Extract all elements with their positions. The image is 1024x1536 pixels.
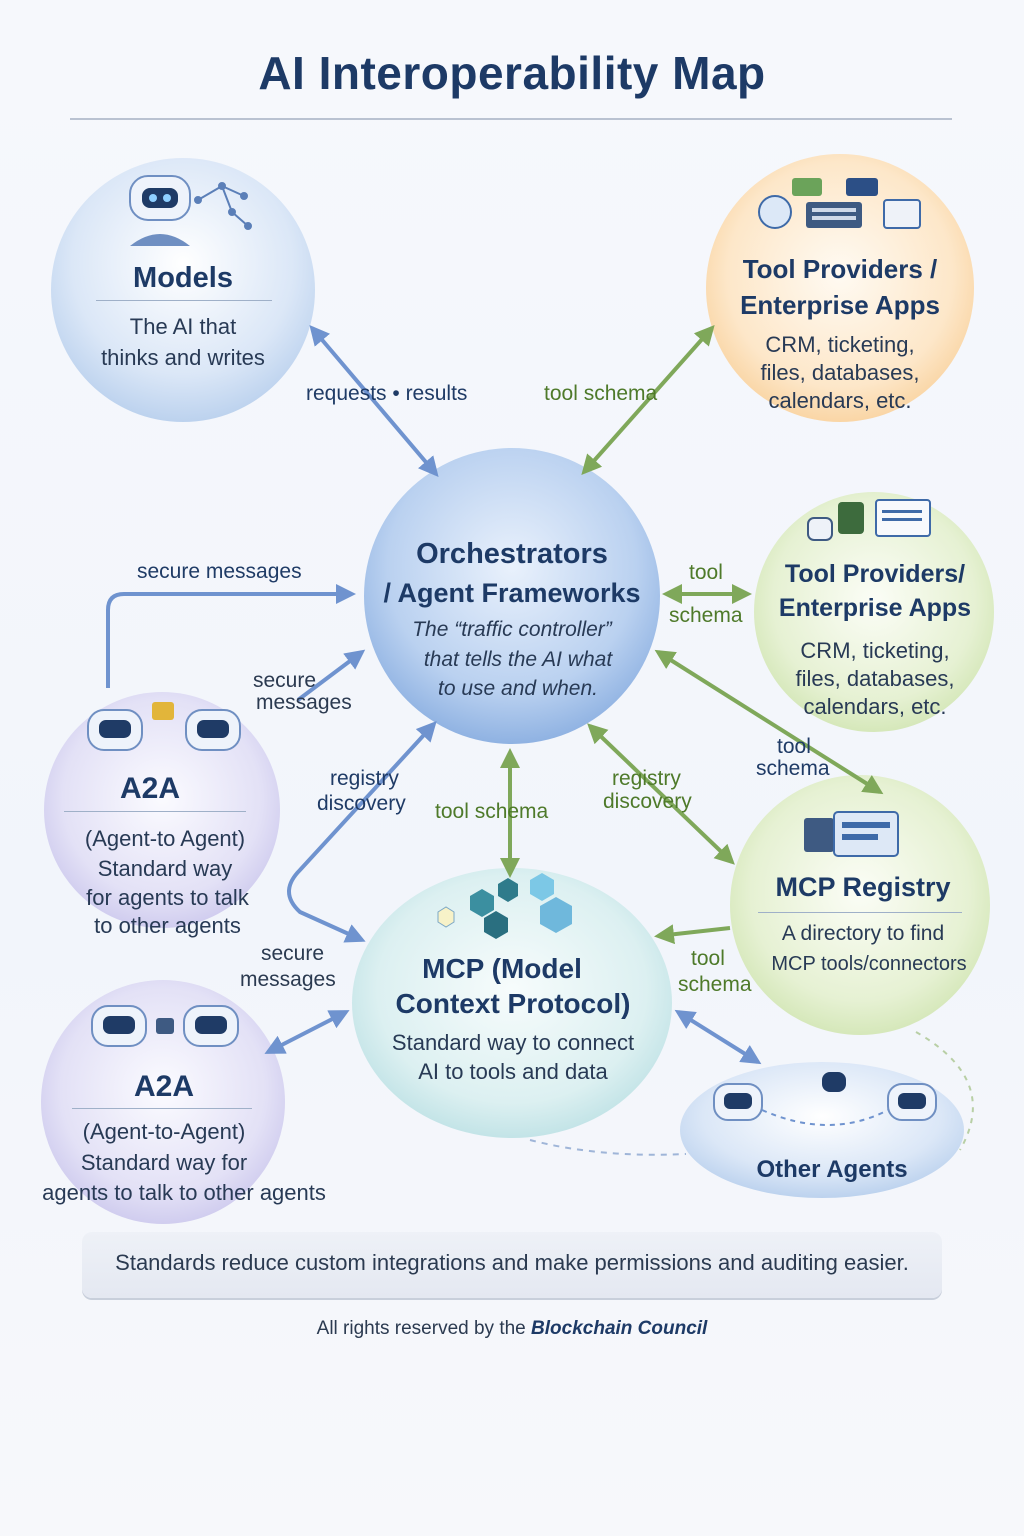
a2a-top-desc-1: (Agent-to Agent) — [84, 826, 246, 851]
a2a-robots-icon — [87, 702, 241, 751]
credit-line: All rights reserved by the Blockchain Co… — [0, 1318, 1024, 1340]
other-agents-title: Other Agents — [756, 1156, 908, 1183]
a2a-top-desc-2: Standard way — [97, 856, 233, 881]
registry-server-icon — [804, 811, 899, 857]
page-title: AI Interoperability Map — [258, 47, 766, 99]
label-messages-1: messages — [256, 691, 352, 714]
tools-mid-desc-2: files, databases, — [795, 666, 955, 691]
orchestrators-circle — [364, 448, 660, 744]
label-registry-1: registry — [330, 767, 399, 790]
tools-top-title-2: Enterprise Apps — [740, 290, 940, 320]
title-divider — [70, 118, 952, 120]
a2a-top-desc-4: to other agents — [94, 913, 241, 938]
tools-mid-desc-1: CRM, ticketing, — [800, 638, 950, 663]
mcp-desc-2: AI to tools and data — [418, 1059, 608, 1084]
models-desc-2: thinks and writes — [101, 345, 265, 370]
a2a-bottom-title: A2A — [133, 1070, 194, 1103]
apps-icon — [758, 178, 921, 229]
network-icon — [194, 182, 252, 230]
a2a-bottom-robots-icon — [91, 1005, 239, 1047]
mcp-title-1: MCP (Model — [422, 953, 582, 984]
mcp-registry-desc-2: MCP tools/connectors — [771, 953, 967, 975]
robot-icon — [129, 175, 191, 246]
mcp-registry-circle — [730, 775, 990, 1035]
orchestrators-desc-3: to use and when. — [438, 677, 598, 700]
tools-top-desc-2: files, databases, — [760, 360, 920, 385]
footer-text: Standards reduce custom integrations and… — [115, 1250, 909, 1275]
mcp-desc-1: Standard way to connect — [391, 1030, 635, 1055]
mcp-registry-desc-1: A directory to find — [781, 922, 945, 945]
tools-top-title-1: Tool Providers / — [742, 254, 938, 284]
label-messages-2: messages — [240, 968, 336, 991]
label-discovery-2: discovery — [603, 790, 692, 813]
mcp-registry-title: MCP Registry — [775, 872, 951, 902]
models-divider — [96, 300, 272, 301]
orchestrators-desc-2: that tells the AI what — [423, 648, 613, 671]
models-desc-1: The AI that — [129, 314, 237, 339]
a2a-top-divider — [64, 811, 246, 812]
label-secure-messages-top: secure messages — [137, 560, 302, 583]
hexagon-cluster-icon — [437, 873, 572, 939]
label-discovery-1: discovery — [317, 792, 406, 815]
label-registry-2: registry — [612, 767, 681, 790]
apps-mid-icon — [807, 499, 931, 541]
label-schema-1: schema — [669, 604, 743, 627]
label-tool-1: tool — [689, 561, 723, 584]
tools-top-desc-3: calendars, etc. — [768, 388, 912, 413]
credit-brand: Blockchain Council — [531, 1318, 708, 1339]
tools-mid-title-2: Enterprise Apps — [778, 594, 972, 622]
tools-mid-title-1: Tool Providers/ — [784, 560, 966, 588]
a2a-bottom-desc-2: Standard way for — [80, 1150, 248, 1175]
tools-mid-desc-3: calendars, etc. — [803, 694, 947, 719]
footer-banner — [82, 1232, 942, 1298]
a2a-bottom-desc-1: (Agent-to-Agent) — [82, 1119, 246, 1144]
orchestrators-desc-1: The “traffic controller” — [412, 618, 612, 641]
label-tool-3: tool — [691, 947, 725, 970]
orchestrators-title-2: / Agent Frameworks — [383, 578, 641, 608]
mcp-title-2: Context Protocol) — [395, 988, 631, 1019]
models-title: Models — [133, 262, 233, 294]
label-tool-schema-center: tool schema — [435, 800, 549, 823]
a2a-top-desc-3: for agents to talk — [86, 885, 249, 910]
label-secure-1: secure — [253, 669, 317, 692]
mcp-registry-divider — [758, 912, 962, 913]
a2a-bottom-desc-3: agents to talk to other agents — [42, 1180, 326, 1205]
label-schema-3: schema — [678, 973, 752, 996]
label-schema-2: schema — [756, 757, 830, 780]
label-tool-2: tool — [777, 735, 811, 758]
a2a-bottom-divider — [72, 1108, 252, 1109]
label-secure-2: secure — [261, 942, 325, 965]
tools-top-desc-1: CRM, ticketing, — [765, 332, 915, 357]
other-agents-robots-icon — [713, 1072, 937, 1126]
a2a-top-title: A2A — [119, 772, 180, 805]
orchestrators-title-1: Orchestrators — [416, 538, 608, 570]
credit-prefix: All rights reserved by the — [316, 1318, 526, 1339]
label-requests-results: requests • results — [306, 382, 468, 405]
label-tool-schema-top: tool schema — [544, 382, 658, 405]
